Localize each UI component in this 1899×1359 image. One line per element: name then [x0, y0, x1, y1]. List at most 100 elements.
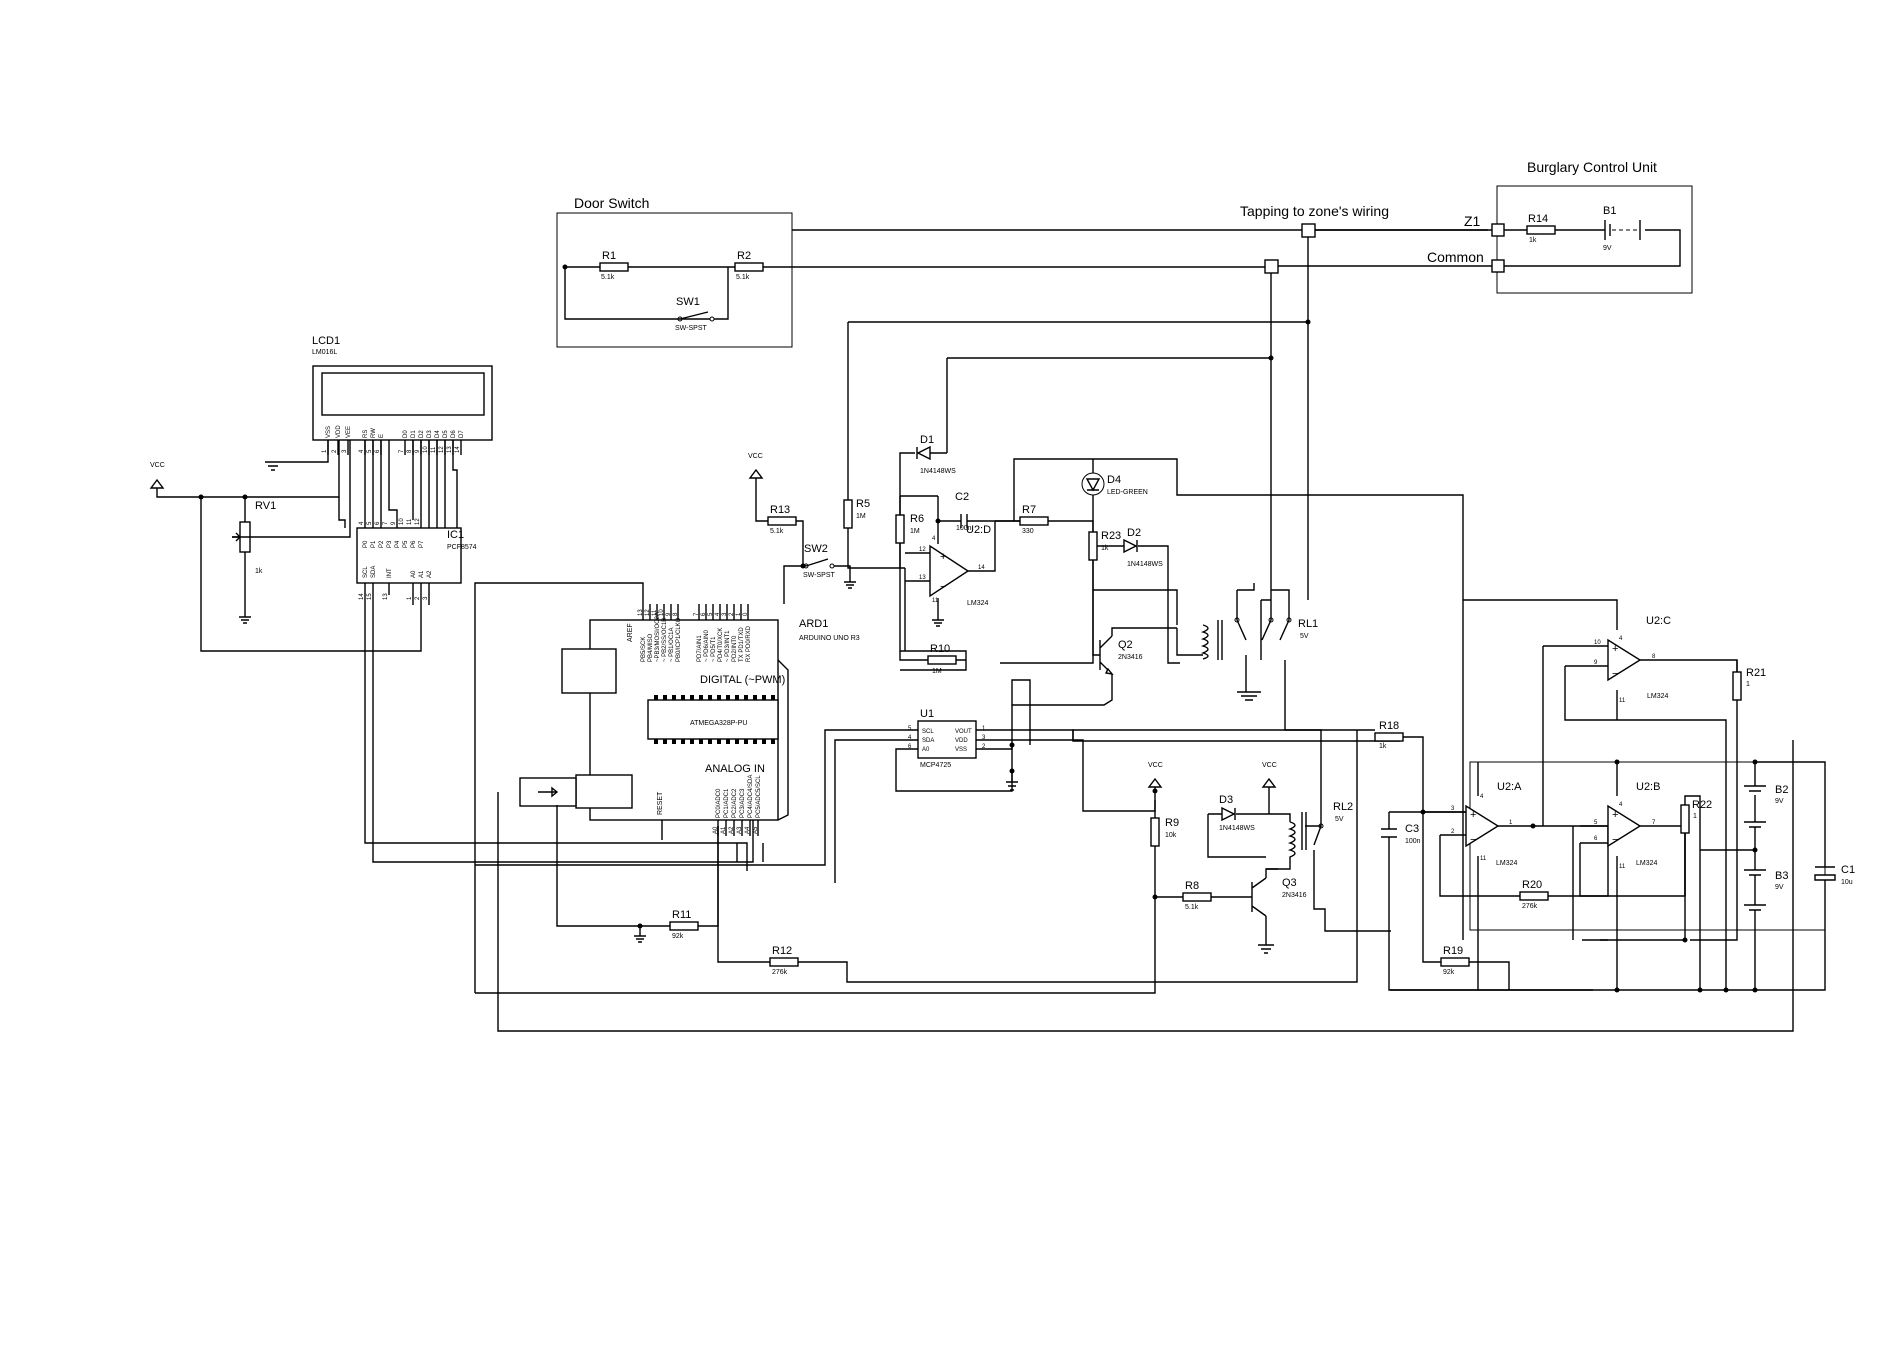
arduino-analog-pin-label: PC4/ADC4/SDA	[748, 775, 754, 818]
ard1-value: ARDUINO UNO R3	[799, 635, 860, 642]
r6-value: 1M	[910, 528, 920, 535]
lcd-pin-number: 11	[431, 446, 437, 453]
chip-pin	[726, 695, 730, 700]
lcd-pin-number: 13	[447, 446, 453, 453]
opamp-stage: + − U2:A LM324 3 2 1 4 11 R20 276k + − U…	[1390, 599, 1855, 993]
r21-ref: R21	[1746, 667, 1766, 679]
lcd1-screen	[321, 372, 485, 416]
r21-resistor	[1732, 671, 1742, 701]
ic1-top-pin-label: P0	[363, 540, 369, 548]
arduino-analog-pin-number: A4	[745, 826, 751, 834]
u2a-value: LM324	[1496, 860, 1518, 867]
arduino-digital-pin-number: 6	[701, 612, 707, 616]
arduino-analog-label: ANALOG IN	[705, 763, 765, 775]
r19-resistor	[1440, 957, 1470, 967]
vcc-label-rv1: VCC	[150, 462, 165, 469]
r13-ref: R13	[770, 504, 790, 516]
u2b-minus-sign: −	[1612, 834, 1618, 846]
arduino-digital-label: DIGITAL (~PWM)	[700, 674, 785, 686]
arduino-analog-pin-number: A2	[729, 826, 735, 834]
arduino-digital-pin-label: TX PD1/TXD	[739, 627, 745, 662]
c3-ref: C3	[1405, 823, 1419, 835]
ard1-ref: ARD1	[799, 618, 828, 630]
u1-right-pin-label: VDD	[955, 738, 968, 744]
r14-resistor	[1526, 225, 1556, 235]
chip-pin	[708, 695, 712, 700]
lcd1-value: LM016L	[312, 349, 337, 356]
lcd-pin-label: VSS	[326, 426, 332, 438]
ic1-bottom-pin-number: 14	[359, 593, 365, 600]
d2-value: 1N4148WS	[1127, 561, 1163, 568]
u2c-pin-vp: 4	[1619, 636, 1623, 642]
d2-ref: D2	[1127, 527, 1141, 539]
r7-value: 330	[1022, 528, 1034, 535]
r23-value: 1k	[1101, 545, 1109, 552]
r13-sw2-section: VCC R13 5.1k SW2 SW-SPST	[748, 453, 856, 604]
arduino-digital-pin-label: ~ PD6/AIN0	[704, 629, 710, 662]
chip-pin	[708, 739, 712, 744]
u1-left-pin-number: 5	[908, 726, 912, 732]
lcd1-module: LCD1 LM016L VSS1VDD2VEE3RS4RW5E6D07D18D2…	[312, 335, 493, 455]
tap-terminal-common	[1264, 259, 1279, 274]
vcc-label-d3: VCC	[1262, 762, 1277, 769]
u1-right-pin-label: VSS	[955, 747, 967, 753]
common-label: Common	[1427, 249, 1484, 265]
arduino-reset-label: RESET	[657, 791, 664, 815]
arduino-digital-pin-label: PB0/ICP1/CLKO	[676, 617, 682, 662]
d3-value: 1N4148WS	[1219, 825, 1255, 832]
chip-pin	[672, 695, 676, 700]
r1-ref: R1	[602, 250, 616, 262]
u2d-pin-minus: 13	[919, 575, 926, 581]
adc-divider: R11 92k R12 276k	[497, 730, 1794, 1032]
r10-ref: R10	[930, 643, 950, 655]
vcc-label-r9: VCC	[1148, 762, 1163, 769]
r11-resistor	[669, 921, 699, 931]
r12-value: 276k	[772, 969, 788, 976]
r9-ref: R9	[1165, 817, 1179, 829]
c3-value: 100n	[1405, 838, 1421, 845]
u2a-pin-minus: 2	[1451, 829, 1455, 835]
q2-ref: Q2	[1118, 639, 1133, 651]
lcd-pin-label: D5	[443, 430, 449, 438]
sw1-value: SW-SPST	[675, 325, 707, 332]
arduino-digital-pin-label: ~ PB2/SS/OC1B	[662, 618, 668, 662]
r22-resistor	[1680, 804, 1690, 834]
u2a-pin-out: 1	[1509, 820, 1513, 826]
arduino-digital-pin-number: 13	[638, 609, 644, 616]
burglary-control-unit: Burglary Control Unit Z1 Common R14 1k B…	[1427, 159, 1693, 294]
u2a-pin-vn: 11	[1480, 856, 1487, 862]
u1-right-pin-label: VOUT	[955, 729, 972, 735]
r18-value: 1k	[1379, 743, 1387, 750]
r9-resistor	[1150, 817, 1160, 847]
r2-resistor	[734, 262, 764, 272]
ic1-top-pin-label: P5	[403, 540, 409, 548]
atmega-chip-label: ATMEGA328P-PU	[690, 720, 747, 727]
ic1-top-pin-label: P2	[379, 540, 385, 548]
lcd-pin-number: 7	[399, 449, 405, 453]
ic1-value: PCF8574	[447, 544, 477, 551]
u2d-pin-plus: 12	[919, 547, 926, 553]
ic1-bottom-pin-label: SCL	[363, 566, 369, 578]
u1-left-pin-number: 4	[908, 735, 912, 741]
r18-ref: R18	[1379, 720, 1399, 732]
arduino-digital-pin-number: 10	[659, 609, 665, 616]
rl2-ref: RL2	[1333, 801, 1353, 813]
chip-pin	[690, 695, 694, 700]
u1-right-pin-number: 2	[982, 744, 986, 750]
c2-ref: C2	[955, 491, 969, 503]
ic1-bottom-pin-number: 2	[415, 596, 421, 600]
chip-pin	[699, 695, 703, 700]
arduino-digital-pin-number: 3	[722, 612, 728, 616]
c2-value: 100n	[956, 525, 972, 532]
u2b-pin-vp: 4	[1619, 802, 1623, 808]
arduino-analog-pin-number: A5	[753, 826, 759, 834]
rv1-ref: RV1	[255, 500, 276, 512]
ic1-top-pin-number: 10	[399, 518, 405, 525]
u2c-value: LM324	[1647, 693, 1669, 700]
q2-value: 2N3416	[1118, 654, 1143, 661]
lcd-pin-label: D7	[459, 430, 465, 438]
u1-left-pin-number: 6	[908, 744, 912, 750]
chip-pin	[663, 695, 667, 700]
u2b-value: LM324	[1636, 860, 1658, 867]
r23-ref: R23	[1101, 530, 1121, 542]
